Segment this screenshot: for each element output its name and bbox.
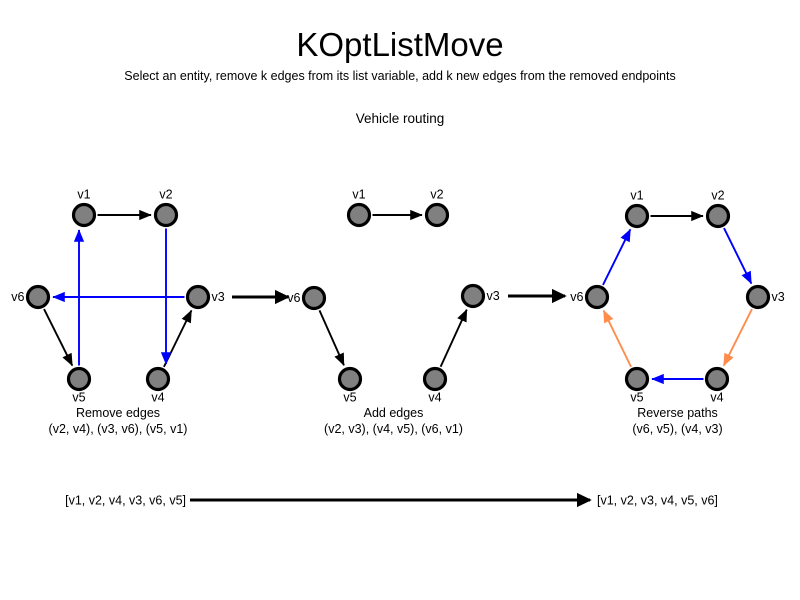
node-label-v4: v4 (710, 391, 723, 405)
list-transform-layer: [v1, v2, v4, v3, v6, v5] [v1, v2, v3, v4,… (65, 492, 718, 508)
node-label-v1: v1 (630, 189, 643, 203)
graph-node-v6[interactable]: v6 (11, 284, 51, 310)
nodes-layer: v1 v2 v3 v4 v5 v6 v1 v2 v3 v4 v5 v6 v1 v2 v3 v4 v5 v6 (11, 188, 784, 405)
graph-node-v5[interactable]: v5 (624, 366, 650, 405)
node-circle-v4[interactable] (422, 366, 448, 392)
graph-node-v5[interactable]: v5 (337, 366, 363, 405)
graph-node-v1[interactable]: v1 (624, 189, 650, 229)
graph-node-v1[interactable]: v1 (71, 188, 97, 228)
node-circle-v1[interactable] (624, 203, 650, 229)
graph-node-v5[interactable]: v5 (66, 366, 92, 405)
node-label-v3: v3 (487, 289, 500, 303)
node-label-v1: v1 (77, 188, 90, 202)
node-circle-v2[interactable] (705, 203, 731, 229)
node-circle-v5[interactable] (66, 366, 92, 392)
panel-caption-title-add: Add edges (364, 406, 424, 420)
node-label-v5: v5 (343, 391, 356, 405)
edge-v2-to-v3 (723, 227, 753, 285)
node-circle-v3[interactable] (185, 284, 211, 310)
node-label-v6: v6 (570, 290, 583, 304)
graph-node-v3[interactable]: v3 (460, 283, 500, 309)
edges-layer (43, 209, 753, 385)
node-circle-v3[interactable] (745, 284, 771, 310)
edge-v5-to-v6 (602, 309, 632, 368)
node-circle-v1[interactable] (71, 202, 97, 228)
edge-v6-to-v1 (602, 228, 632, 286)
panel-caption-detail-remove: (v2, v4), (v3, v6), (v5, v1) (49, 422, 188, 436)
edge-v4-to-v3 (439, 308, 468, 368)
node-circle-v2[interactable] (424, 202, 450, 228)
panel-caption-title-remove: Remove edges (76, 406, 160, 420)
graph-node-v3[interactable]: v3 (185, 284, 225, 310)
graph-node-v4[interactable]: v4 (422, 366, 448, 405)
node-circle-v6[interactable] (584, 284, 610, 310)
panel-caption-title-reverse: Reverse paths (637, 406, 718, 420)
graph-node-v4[interactable]: v4 (145, 366, 171, 405)
edge-v6-to-v5 (318, 309, 345, 366)
list-after: [v1, v2, v3, v4, v5, v6] (597, 494, 718, 508)
node-circle-v3[interactable] (460, 283, 486, 309)
problem-domain-label: Vehicle routing (355, 111, 445, 126)
edge-v4-to-v3 (163, 309, 193, 368)
node-label-v2: v2 (430, 188, 443, 202)
node-label-v3: v3 (212, 290, 225, 304)
page-subtitle: Select an entity, remove k edges from it… (124, 69, 676, 83)
node-label-v2: v2 (711, 189, 724, 203)
panel-captions-layer: Remove edges (v2, v4), (v3, v6), (v5, v1)… (49, 406, 723, 436)
page-title: KOptListMove (296, 26, 504, 63)
panel-caption-detail-add: (v2, v3), (v4, v5), (v6, v1) (324, 422, 463, 436)
node-circle-v2[interactable] (153, 202, 179, 228)
node-circle-v4[interactable] (145, 366, 171, 392)
graph-node-v1[interactable]: v1 (346, 188, 372, 228)
node-circle-v6[interactable] (301, 285, 327, 311)
node-circle-v5[interactable] (624, 366, 650, 392)
node-label-v5: v5 (630, 391, 643, 405)
node-label-v3: v3 (772, 290, 785, 304)
node-label-v6: v6 (11, 290, 24, 304)
graph-node-v6[interactable]: v6 (287, 285, 327, 311)
panel-caption-detail-reverse: (v6, v5), (v4, v3) (632, 422, 722, 436)
node-circle-v1[interactable] (346, 202, 372, 228)
node-label-v4: v4 (151, 391, 164, 405)
graph-node-v2[interactable]: v2 (424, 188, 450, 228)
node-circle-v5[interactable] (337, 366, 363, 392)
graph-node-v4[interactable]: v4 (704, 366, 730, 405)
node-label-v1: v1 (352, 188, 365, 202)
edge-v3-to-v4 (722, 308, 753, 367)
node-circle-v4[interactable] (704, 366, 730, 392)
list-before: [v1, v2, v4, v3, v6, v5] (65, 494, 186, 508)
edge-v6-to-v5 (43, 308, 74, 367)
graph-node-v3[interactable]: v3 (745, 284, 785, 310)
graph-node-v2[interactable]: v2 (153, 188, 179, 228)
graph-node-v2[interactable]: v2 (705, 189, 731, 229)
graph-node-v6[interactable]: v6 (570, 284, 610, 310)
node-label-v6: v6 (287, 291, 300, 305)
node-label-v2: v2 (159, 188, 172, 202)
node-circle-v6[interactable] (25, 284, 51, 310)
node-label-v4: v4 (428, 391, 441, 405)
node-label-v5: v5 (72, 391, 85, 405)
flow-arrows-layer (232, 288, 567, 305)
